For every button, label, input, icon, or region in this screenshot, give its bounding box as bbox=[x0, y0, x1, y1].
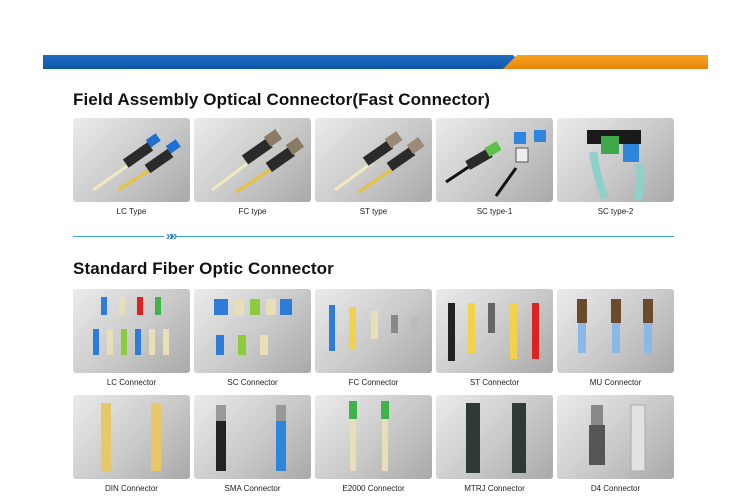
product-card[interactable]: FC Connector bbox=[315, 289, 432, 387]
product-caption: FC Connector bbox=[348, 378, 399, 387]
product-caption: E2000 Connector bbox=[342, 484, 405, 493]
product-card[interactable]: SC Connector bbox=[194, 289, 311, 387]
product-caption: ST type bbox=[359, 207, 388, 216]
section-title-standard-connector: Standard Fiber Optic Connector bbox=[73, 259, 334, 278]
product-caption: SC Connector bbox=[227, 378, 278, 387]
section-title-fast-connector: Field Assembly Optical Connector(Fast Co… bbox=[73, 90, 490, 109]
header-banner bbox=[43, 55, 708, 69]
product-caption: SMA Connector bbox=[224, 484, 281, 493]
product-photo-din-connector bbox=[73, 395, 190, 479]
product-card[interactable]: D4 Connector bbox=[557, 395, 674, 493]
banner-blue-band bbox=[43, 55, 523, 69]
product-caption: FC type bbox=[238, 207, 267, 216]
product-photo-fc-type bbox=[194, 118, 311, 202]
product-caption: SC type-2 bbox=[597, 207, 634, 216]
product-caption: DIN Connector bbox=[105, 484, 158, 493]
product-card[interactable]: MU Connector bbox=[557, 289, 674, 387]
product-photo-st-connector bbox=[436, 289, 553, 373]
banner-orange-band bbox=[503, 55, 708, 69]
product-photo-sc-type-1 bbox=[436, 118, 553, 202]
product-caption: MU Connector bbox=[589, 378, 642, 387]
fast-connector-grid: LC Type FC type ST type bbox=[73, 118, 674, 216]
chevron-right-icon: »» bbox=[164, 228, 178, 243]
product-photo-mu-connector bbox=[557, 289, 674, 373]
product-caption: SC type-1 bbox=[476, 207, 513, 216]
product-photo-fc-connector bbox=[315, 289, 432, 373]
product-photo-d4-connector bbox=[557, 395, 674, 479]
product-photo-lc-type bbox=[73, 118, 190, 202]
product-card[interactable]: LC Connector bbox=[73, 289, 190, 387]
standard-connector-grid-row2: DIN Connector SMA Connector E2000 Connec… bbox=[73, 395, 674, 493]
product-caption: MTRJ Connector bbox=[464, 484, 525, 493]
product-photo-st-type bbox=[315, 118, 432, 202]
product-card[interactable]: SMA Connector bbox=[194, 395, 311, 493]
product-photo-e2000-connector bbox=[315, 395, 432, 479]
product-card[interactable]: DIN Connector bbox=[73, 395, 190, 493]
product-caption: LC Connector bbox=[106, 378, 157, 387]
product-card[interactable]: ST Connector bbox=[436, 289, 553, 387]
product-card[interactable]: FC type bbox=[194, 118, 311, 216]
product-card[interactable]: MTRJ Connector bbox=[436, 395, 553, 493]
standard-connector-grid-row1: LC Connector SC Connector bbox=[73, 289, 674, 387]
product-card[interactable]: SC type-2 bbox=[557, 118, 674, 216]
product-card[interactable]: ST type bbox=[315, 118, 432, 216]
product-caption: LC Type bbox=[116, 207, 147, 216]
product-caption: ST Connector bbox=[469, 378, 520, 387]
product-photo-mtrj-connector bbox=[436, 395, 553, 479]
product-card[interactable]: E2000 Connector bbox=[315, 395, 432, 493]
section-divider bbox=[73, 236, 674, 237]
product-card[interactable]: LC Type bbox=[73, 118, 190, 216]
product-card[interactable]: SC type-1 bbox=[436, 118, 553, 216]
product-photo-sma-connector bbox=[194, 395, 311, 479]
product-caption: D4 Connector bbox=[590, 484, 641, 493]
product-photo-sc-type-2 bbox=[557, 118, 674, 202]
product-photo-lc-connector bbox=[73, 289, 190, 373]
product-photo-sc-connector bbox=[194, 289, 311, 373]
